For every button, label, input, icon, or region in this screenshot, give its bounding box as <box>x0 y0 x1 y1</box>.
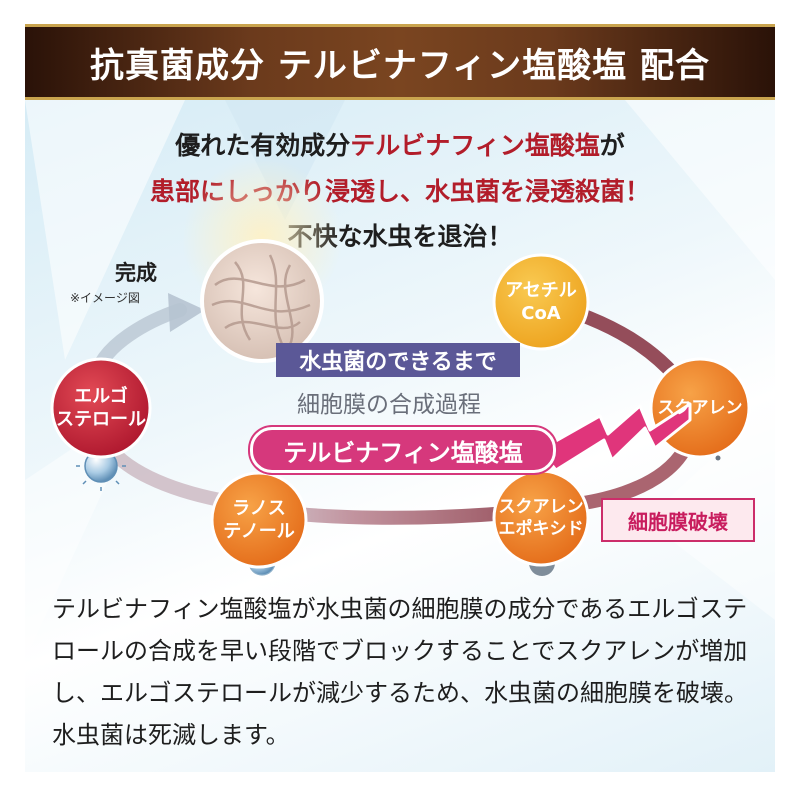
node-acetyl-coa-label: アセチル CoA <box>505 279 577 324</box>
headline-line-1: 優れた有効成分テルビナフィン塩酸塩が <box>0 126 800 162</box>
cycle-arrow-head <box>168 293 205 332</box>
lightning-bolt-icon <box>538 402 692 472</box>
headline-line-1-c: が <box>599 131 625 160</box>
membrane-destroy-label: 細胞膜破壊 <box>601 498 755 542</box>
node-acetyl-coa <box>492 253 590 351</box>
banner-title: 抗真菌成分 テルビナフィン塩酸塩 配合 <box>90 45 710 86</box>
node-epoxide-label: スクアレン エポキシド <box>498 496 584 539</box>
process-subtitle: 細胞膜の合成過程 <box>297 392 481 418</box>
complete-label: 完成 <box>115 261 157 285</box>
description-text: テルビナフィン塩酸塩が水虫菌の細胞膜の成分であるエルゴステロールの合成を早い段階… <box>52 595 748 749</box>
headline-drug-name: テルビナフィン塩酸塩 <box>350 131 600 160</box>
node-squalene-label: スクアレン <box>657 397 743 418</box>
node-ergosterol <box>50 357 152 459</box>
header-banner: 抗真菌成分 テルビナフィン塩酸塩 配合 <box>25 24 775 100</box>
image-note: ※イメージ図 <box>70 291 140 305</box>
headline-line-1-a: 優れた有効成分 <box>175 131 351 160</box>
node-lanosterol-label: ラノス テノール <box>223 497 295 542</box>
drug-name-pill: テルビナフィン塩酸塩 <box>250 427 556 473</box>
node-ergosterol-label: エルゴ ステロール <box>56 385 146 430</box>
node-lanosterol <box>210 471 308 569</box>
process-label-box: 水虫菌のできるまで <box>276 343 520 377</box>
